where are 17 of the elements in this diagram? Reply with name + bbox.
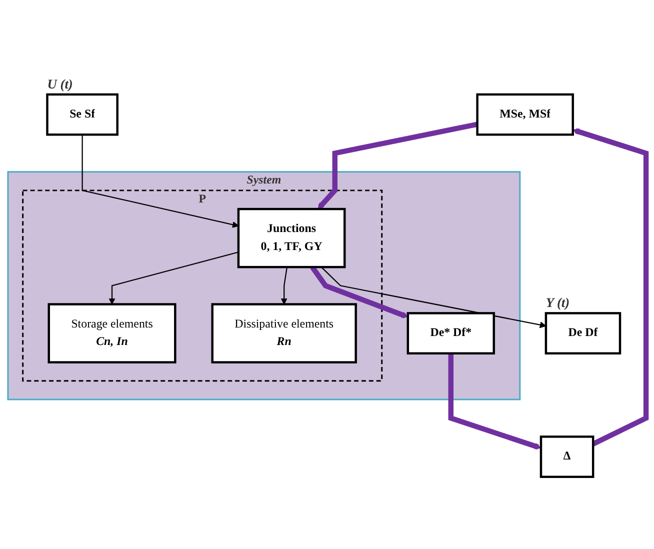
node-box: Junctions 0, 1, TF, GY xyxy=(237,208,346,268)
arrow xyxy=(280,266,288,305)
arrow xyxy=(82,134,239,228)
node-box: De Df xyxy=(544,312,622,354)
arrow xyxy=(572,128,649,446)
node-box: Storage elements Cn, In xyxy=(48,303,176,364)
node-box: Dissipative elements Rn xyxy=(211,303,357,364)
node-box: MSe, MSf xyxy=(476,93,574,136)
node-box: De* Df* xyxy=(406,312,495,354)
node-box: Δ xyxy=(540,436,594,478)
signal-label: U (t) xyxy=(47,76,73,92)
arrow xyxy=(448,353,542,450)
signal-label: Y (t) xyxy=(546,295,570,310)
arrow xyxy=(320,266,546,328)
arrow xyxy=(318,122,478,210)
arrow xyxy=(108,252,239,305)
node-box: Se Sf xyxy=(46,93,118,136)
